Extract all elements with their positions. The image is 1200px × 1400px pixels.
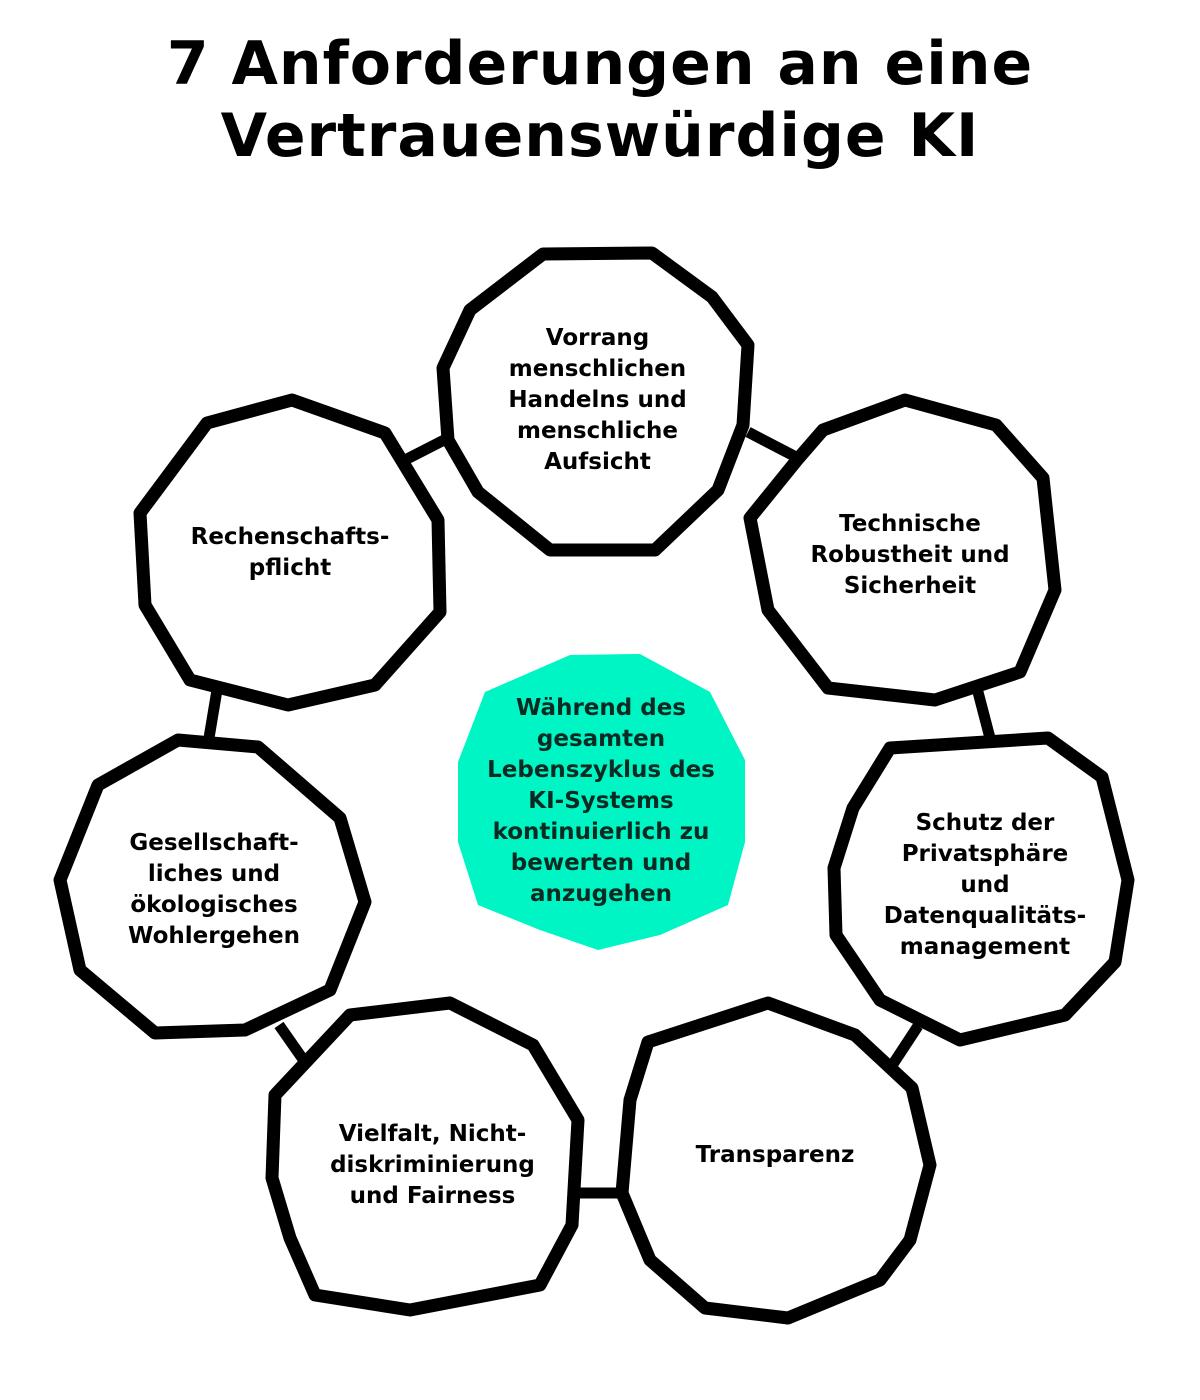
center-label: Während des gesamten Lebenszyklus des KI… xyxy=(487,694,715,907)
requirement-label-rechenschaft: Rechenschafts- pflicht xyxy=(190,523,390,581)
connector-technik-privat xyxy=(972,690,996,740)
node-shape-privat xyxy=(827,731,1135,1047)
node-shape-transparenz xyxy=(615,996,937,1325)
connector-privat-transparenz xyxy=(888,1022,923,1068)
page-title: 7 Anforderungen an eine Vertrauenswürdig… xyxy=(0,28,1200,172)
node-shape-vorrang xyxy=(436,246,755,557)
requirement-label-gesellschaft: Gesellschaft- liches und ökologisches Wo… xyxy=(128,830,300,949)
requirement-label-vielfalt: Vielfalt, Nicht- diskriminierung und Fai… xyxy=(330,1120,535,1209)
node-shape-technik xyxy=(743,393,1062,707)
center-shape xyxy=(458,654,745,950)
requirement-label-technik: Technische Robustheit und Sicherheit xyxy=(810,510,1010,599)
node-shape-rechenschaft xyxy=(133,393,447,712)
requirement-label-transparenz: Transparenz xyxy=(695,1141,855,1168)
title-line-1: 7 Anforderungen an eine xyxy=(166,29,1034,99)
node-shape-gesellschaft xyxy=(53,733,372,1040)
node-shape-vielfalt xyxy=(265,996,585,1317)
connector-vorrang-technik xyxy=(745,427,801,463)
connector-gesellschaft-rechenschaft xyxy=(203,689,223,739)
requirement-label-vorrang: Vorrang menschlichen Handelns und mensch… xyxy=(508,324,687,475)
title-line-2: Vertrauenswürdige KI xyxy=(220,101,980,171)
node-shapes xyxy=(53,246,1135,1325)
requirement-label-privat: Schutz der Privatsphäre und Datenqualitä… xyxy=(883,809,1087,960)
